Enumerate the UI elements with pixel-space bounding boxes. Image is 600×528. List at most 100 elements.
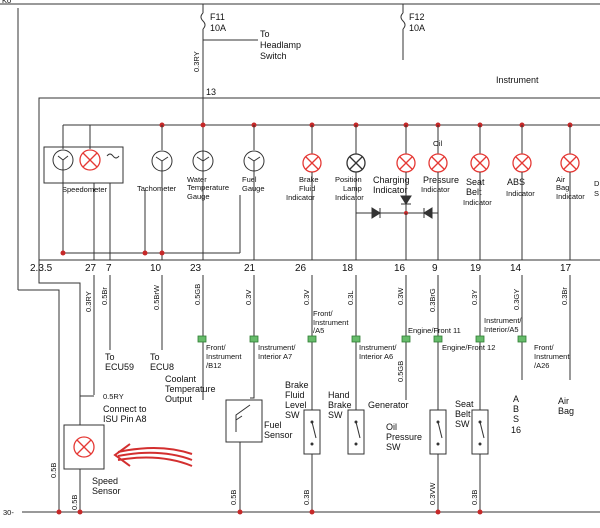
seat-belt-sw-2: Belt [455,409,471,419]
water-temp-label-2: Temperature [187,183,229,192]
speedometer-gauge-icon [52,149,74,171]
conn-a7-1: Instrument/ [258,343,296,352]
air-bag-text-2: Bag [558,406,574,416]
speedometer-label: Speedometer [62,185,108,194]
speedometer-coil-icon [106,153,120,159]
abs-text-1: A [513,394,519,404]
pin-19: 19 [470,263,482,274]
brake-fluid-label-3: Indicator [286,193,315,202]
wire-pin7: 0.5Br [100,287,109,305]
tachometer-gauge-icon [151,150,173,172]
to-headlamp-3: Switch [260,51,287,61]
fuel-gauge-icon [243,150,265,172]
brake-sw-1: Brake [285,380,309,390]
wire-pin16: 0.3W [396,287,405,305]
f12-rating: 10A [409,23,425,33]
internal-wiring [62,170,571,260]
oil-pressure-label-3: Indicator [421,185,450,194]
connect-isu-1: Connect to [103,404,147,414]
brake-sw-2: Fluid [285,390,305,400]
brake-fluid-switch-box [303,409,321,455]
f12-symbol [400,12,406,30]
conn-b12-3: /B12 [206,361,221,370]
wire-pin18: 0.3L [346,290,355,305]
conn-engine-12: Engine/Front 12 [442,343,495,352]
brake-fluid-label-2: Fluid [299,184,315,193]
wire-pin19: 0.3Y [470,290,479,305]
wire-labels: 0.3RY 0.5Br 0.5BrW 0.5GB 0.3V 0.3V 0.3L … [84,284,569,312]
speed-sensor-box [63,424,105,470]
fuel-sensor-box [225,399,263,443]
oil-pressure-lamp-icon [428,153,448,173]
conn-a26-2: Instrument [534,352,570,361]
speed-wire-label: 0.5RY [103,392,124,401]
pin-23: 23 [190,263,202,274]
pin-21: 21 [244,263,256,274]
to-headlamp-1: To [260,29,270,39]
seat-belt-switch-box [471,409,489,455]
abs-label-1: ABS [507,177,525,187]
conn-a7-2: Interior A7 [258,352,292,361]
pin-7: 7 [106,263,112,274]
air-bag-label-3: Indicator [556,192,585,201]
f11-name: F11 [210,12,225,22]
wire-pin17: 0.3Br [560,287,569,305]
connector-markers [197,335,527,343]
hand-brake-sw-1: Hand [328,390,350,400]
hand-brake-switch-box [347,409,365,455]
position-lamp-label-3: Indicator [335,193,364,202]
air-bag-label-1: Air [556,175,566,184]
to-ecu8-1: To [150,352,160,362]
bus-dots [159,122,573,128]
top-rail-label: Ko [2,0,11,5]
wire-pin27: 0.3RY [84,291,93,312]
fuel-gauge-label-1: Fuel [242,175,257,184]
brake-fluid-switch-icon [310,420,317,446]
instrument-box [38,97,600,261]
pin-27: 27 [85,263,97,274]
wire-pin21: 0.3V [244,290,253,305]
hand-brake-sw-2: Brake [328,400,352,410]
wire-pin26: 0.3V [302,290,311,305]
brake-sw-4: SW [285,410,300,420]
red-arrow-icon [113,443,193,467]
conn-engine-11: Engine/Front 11 [408,326,461,335]
conn-b12-1: Front/ [206,343,227,352]
fuel-sensor-label-1: Fuel [264,420,282,430]
diode-left-icon [371,207,381,219]
wire-pin10: 0.5BrW [152,284,161,310]
seat-belt-label-1: Seat [466,177,485,187]
brake-ground-wire: 0.3B [302,490,311,505]
instrument-title: Instrument [496,75,539,85]
oil-switch-icon [436,420,443,446]
f11-wire-label: 0.3RY [192,51,201,72]
conn-ia5-2: Interior/A5 [484,325,519,334]
ground-dots [56,509,483,515]
to-headlamp-2: Headlamp [260,40,301,50]
charging-label-2: Indicator [373,185,408,195]
pin-2-3-5: 2.3.5 [30,263,53,274]
coolant-1: Coolant [165,374,197,384]
conn-ia5-1: Instrument/ [484,316,522,325]
conn-a26-3: /A26 [534,361,549,370]
conn-a5-2: Instrument [313,318,349,327]
pin-14: 14 [510,263,522,274]
wire-pin14: 0.3GY [512,289,521,310]
supply-pin: 13 [206,87,216,97]
conn-a5-3: /A5 [313,326,324,335]
f11-rating: 10A [210,23,226,33]
fuel-sensor-icon [235,404,251,432]
abs-text-4: 16 [511,425,521,435]
oil-sw-3: SW [386,442,401,452]
external-wiring [17,8,571,510]
brake-fluid-lamp-icon [302,153,322,173]
charging-lamp-icon [396,153,416,173]
oil-sw-2: Pressure [386,432,422,442]
fuel-ground-wire: 0.5B [229,490,238,505]
seat-belt-sw-3: SW [455,419,470,429]
pin-9: 9 [432,263,438,274]
tachometer-label: Tachometer [137,184,177,193]
abs-label-2: Indicator [506,189,535,198]
ground-rail-label: 30- [3,508,14,517]
